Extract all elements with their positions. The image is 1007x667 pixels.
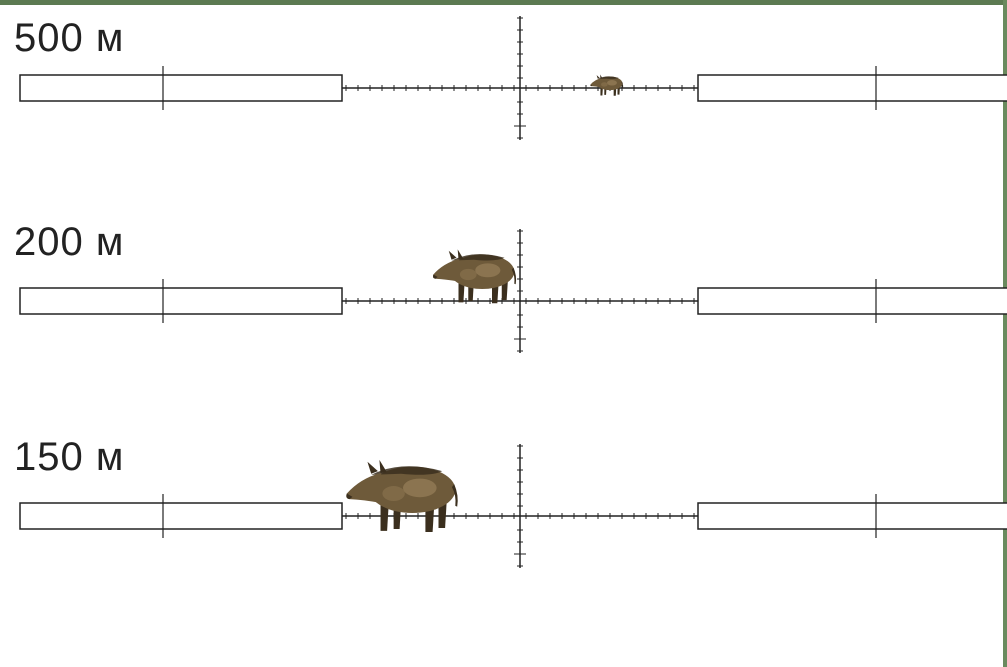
wild-boar-image-0 [590, 74, 624, 96]
boar-ear-right [379, 459, 387, 473]
boar-head [432, 259, 462, 282]
reticle-1 [19, 229, 1007, 353]
wild-boar-image-1 [432, 249, 517, 304]
boar-front-leg [600, 87, 603, 96]
distance-label-200: 200 м [14, 220, 125, 264]
boar-front-leg [458, 281, 465, 303]
right-post [697, 287, 1007, 315]
boar-snout [432, 274, 438, 279]
boar-ear-right [600, 74, 603, 79]
boar-mane [597, 76, 619, 79]
boar-ear [367, 461, 378, 474]
reticle-2 [19, 444, 1007, 568]
boar-patch [459, 268, 477, 281]
boar-snout [590, 84, 593, 87]
boar-head [346, 472, 386, 503]
right-post [697, 502, 1007, 530]
boar-hind-leg-back [617, 86, 620, 95]
left-post [19, 502, 343, 530]
boar-patch [402, 478, 437, 498]
boar-mane [451, 254, 505, 261]
boar-tail [511, 267, 517, 285]
boar-patch [607, 80, 617, 86]
boar-ear [448, 250, 457, 260]
boar-hind-leg-back [501, 280, 508, 301]
wild-boar-image-2 [346, 459, 458, 533]
right-post [697, 74, 1007, 102]
left-post [19, 74, 343, 102]
boar-patch [475, 263, 501, 278]
boar-hind-leg-back [438, 501, 447, 528]
boar-patch [601, 82, 608, 87]
boar-patch [382, 486, 405, 502]
left-post [19, 287, 343, 315]
boar-ear-right [457, 249, 464, 260]
boar-snout [346, 493, 353, 500]
boar-ear [596, 75, 600, 79]
distance-label-150: 150 м [14, 435, 125, 479]
frame-right-border [1003, 0, 1007, 667]
boar-front-leg [380, 502, 389, 531]
reticle-0 [19, 16, 1007, 140]
boar-mane [371, 466, 443, 475]
frame-top-border [0, 0, 1007, 5]
distance-label-500: 500 м [14, 16, 125, 60]
boar-tail [621, 81, 624, 89]
boar-head [590, 78, 602, 88]
boar-tail [451, 484, 458, 507]
